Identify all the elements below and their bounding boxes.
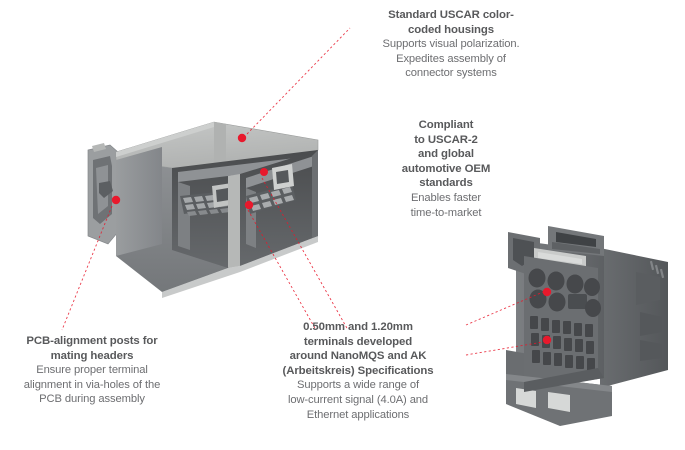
receptacle-connector-graphic <box>506 226 668 426</box>
callout-markers <box>111 133 552 345</box>
callout-heading: Standard USCAR color- coded housings <box>388 9 514 36</box>
large-cavity-row-1 <box>528 268 600 296</box>
callout-leader-lines <box>61 27 544 356</box>
large-cavity-row-2 <box>529 289 601 317</box>
callout-body: Enables faster time-to-market <box>410 191 482 219</box>
callout-compliant: Compliant to USCAR-2 and global automoti… <box>372 118 520 220</box>
callout-heading: Compliant to USCAR-2 and global automoti… <box>401 119 491 190</box>
connector-latch <box>548 226 604 256</box>
header-connector-graphic <box>87 121 319 298</box>
callout-heading: 0.50mm and 1.20mm terminals developed ar… <box>282 321 434 377</box>
pcb-alignment-post <box>87 143 119 245</box>
callout-body: Supports visual polarization. Expedites … <box>382 38 520 80</box>
callout-pcb-alignment: PCB-alignment posts for mating headers E… <box>2 334 182 407</box>
small-cavity-grid <box>530 316 595 371</box>
callout-body: Ensure proper terminal alignment in via-… <box>23 364 161 406</box>
terminal-pin-field-right <box>246 184 296 214</box>
callout-heading: PCB-alignment posts for mating headers <box>26 335 158 362</box>
callout-terminals: 0.50mm and 1.20mm terminals developed ar… <box>256 320 460 422</box>
callout-body: Supports a wide range of low-current sig… <box>287 379 429 421</box>
callout-standard-uscar: Standard USCAR color- coded housings Sup… <box>358 8 544 81</box>
